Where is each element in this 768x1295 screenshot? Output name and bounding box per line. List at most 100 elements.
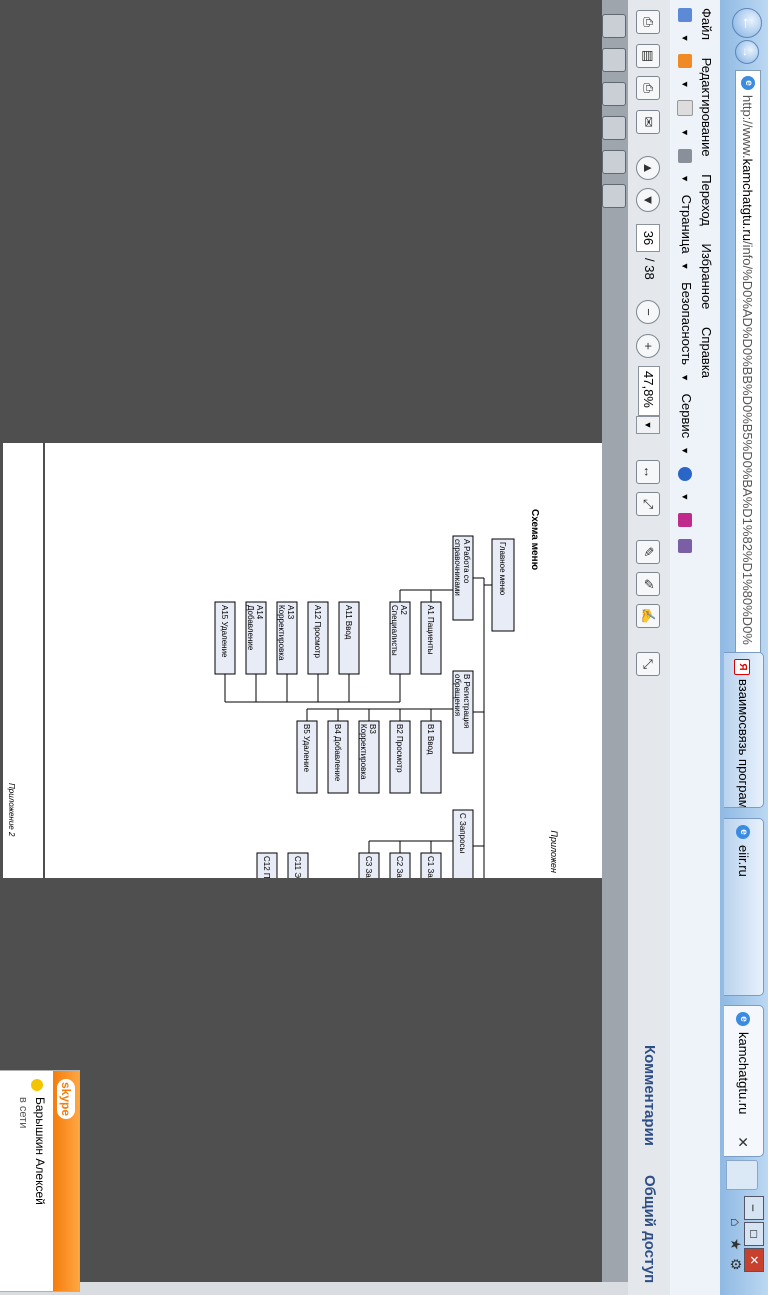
node-a2-label: A2 (399, 605, 408, 615)
navigation-panel-bar (602, 0, 628, 1295)
contact-name[interactable]: Барышкин Алексей (33, 1097, 47, 1205)
tab-label: взаимосвязь программ... (736, 679, 751, 808)
layers-icon[interactable] (602, 150, 626, 174)
create-pdf-icon[interactable]: ⎙ (636, 10, 660, 34)
tab-eiir[interactable]: e eiir.ru (724, 818, 764, 996)
chevron-down-icon[interactable]: ▼ (680, 492, 690, 502)
onenote-icon[interactable] (678, 512, 693, 527)
tab-yandex[interactable]: Я взаимосвязь программ... (724, 652, 764, 808)
tab-kamchatgtu[interactable]: e kamchatgtu.ru ✕ (724, 1005, 764, 1157)
diagram-title: Схема меню (529, 509, 540, 571)
horizontal-scrollbar[interactable] (0, 1282, 628, 1295)
branch-a-box (452, 535, 474, 621)
share-button[interactable]: Общий доступ (641, 1175, 658, 1284)
node-a11-label: A11 Ввод (344, 605, 353, 640)
ie-icon: e (741, 76, 755, 90)
next-page-button[interactable]: ▼ (636, 188, 660, 212)
copy-icon[interactable] (602, 48, 626, 72)
chevron-down-icon[interactable]: ▼ (680, 33, 690, 43)
node-a1-label: A1 Пациенты (426, 605, 435, 655)
fit-page-icon[interactable]: ⤢ (636, 492, 660, 516)
branch-b-label: обращения (453, 674, 462, 716)
chevron-down-icon[interactable]: ▼ (680, 261, 690, 271)
paperclip-icon[interactable] (602, 116, 626, 140)
node-b2-label: B2 Просмотр (395, 724, 404, 773)
chevron-down-icon[interactable]: ▼ (680, 79, 690, 89)
help-icon[interactable] (678, 466, 693, 481)
page-number-input[interactable]: 36 (636, 224, 660, 252)
skype-popup[interactable]: skype Барышкин Алексей в сети (0, 1070, 80, 1292)
node-c12-label: C12 Печать (262, 856, 271, 878)
print-icon[interactable] (678, 148, 693, 163)
comments-button[interactable]: Комментарии (641, 1045, 658, 1147)
menu-help[interactable]: Справка (699, 327, 714, 379)
ie-icon: e (736, 825, 750, 839)
menu-security[interactable]: Безопасность (679, 282, 694, 366)
url-domain: kamchatgtu.ru (740, 158, 755, 241)
favorites-star-icon[interactable]: ★ (728, 1238, 744, 1251)
page-footer-label: Приложение 2 (7, 783, 16, 837)
rss-icon[interactable] (678, 54, 693, 69)
favorites-add-icon[interactable] (678, 8, 693, 22)
node-b3-label: B3 (368, 724, 377, 734)
save-icon[interactable]: ▤ (636, 44, 660, 68)
node-a12-box (307, 601, 329, 675)
maximize-button[interactable]: □ (744, 1222, 764, 1246)
node-b4-label: B4 Добавление (333, 724, 342, 782)
tab-label: eiir.ru (736, 845, 751, 877)
node-a14-label: A14 (255, 605, 264, 620)
address-bar[interactable]: e http://www.kamchatgtu.ru/info/%D0%AD%D… (735, 70, 761, 740)
node-a14-box (245, 601, 267, 675)
next-page-footer: Приложение 2 (7, 783, 16, 837)
node-a15-box (214, 601, 236, 675)
close-icon[interactable]: ✕ (735, 1136, 751, 1148)
sign-icon[interactable]: ✎ (636, 540, 660, 564)
menu-tools[interactable]: Сервис (679, 393, 694, 439)
menu-go[interactable]: Переход (699, 174, 714, 226)
page-header-label: Приложен (549, 830, 559, 873)
chevron-down-icon[interactable]: ▼ (680, 373, 690, 383)
comment-icon[interactable]: ✍ (636, 604, 660, 628)
chevron-down-icon[interactable]: ▼ (636, 416, 660, 434)
status-online-icon (31, 1079, 43, 1091)
menu-favorites[interactable]: Избранное (699, 243, 714, 310)
chevron-down-icon[interactable]: ▼ (680, 174, 690, 184)
node-a15-label: A15 Удаление (220, 605, 229, 658)
attach-icon[interactable] (602, 14, 626, 38)
binoculars-icon[interactable] (602, 184, 626, 208)
menu-file[interactable]: Файл (699, 8, 714, 40)
new-tab-button[interactable] (726, 1160, 758, 1190)
branch-b-box (452, 670, 474, 754)
zoom-input[interactable]: 47,8% (638, 366, 660, 416)
node-b3-label: Корректировка (359, 724, 368, 780)
root-main-menu-label: Главное меню (498, 542, 507, 595)
home-icon[interactable]: ⌂ (728, 1218, 744, 1227)
full-screen-icon[interactable]: ⤡ (636, 652, 660, 676)
forward-button[interactable]: → (735, 40, 759, 64)
yandex-icon: Я (734, 659, 750, 675)
fit-width-icon[interactable]: ↔ (636, 460, 660, 484)
gear-icon[interactable]: ⚙ (728, 1258, 744, 1271)
node-b5-label: B5 Удаление (302, 724, 311, 773)
email-icon[interactable]: ✉ (636, 110, 660, 134)
bookmark-icon[interactable] (602, 82, 626, 106)
back-button[interactable]: ← (732, 8, 762, 38)
addon-icon[interactable] (678, 538, 693, 553)
mail-icon[interactable] (677, 100, 694, 117)
node-a2-label: Специалисты (390, 605, 399, 656)
print-icon[interactable]: ⎙ (636, 76, 660, 100)
chevron-down-icon[interactable]: ▼ (680, 127, 690, 137)
minimize-button[interactable]: – (744, 1196, 764, 1220)
close-window-button[interactable]: ✕ (744, 1248, 764, 1272)
highlight-icon[interactable]: ✐ (636, 572, 660, 596)
branch-c-label: C Запросы (458, 813, 467, 854)
menu-page[interactable]: Страница (679, 194, 694, 254)
zoom-in-button[interactable]: + (636, 334, 660, 358)
node-c3-label: C3 Запрос 3 (364, 856, 373, 878)
menu-edit[interactable]: Редактирование (699, 57, 714, 157)
previous-page-button[interactable]: ▲ (636, 156, 660, 180)
chevron-down-icon[interactable]: ▼ (680, 446, 690, 456)
zoom-out-button[interactable]: − (636, 300, 660, 324)
